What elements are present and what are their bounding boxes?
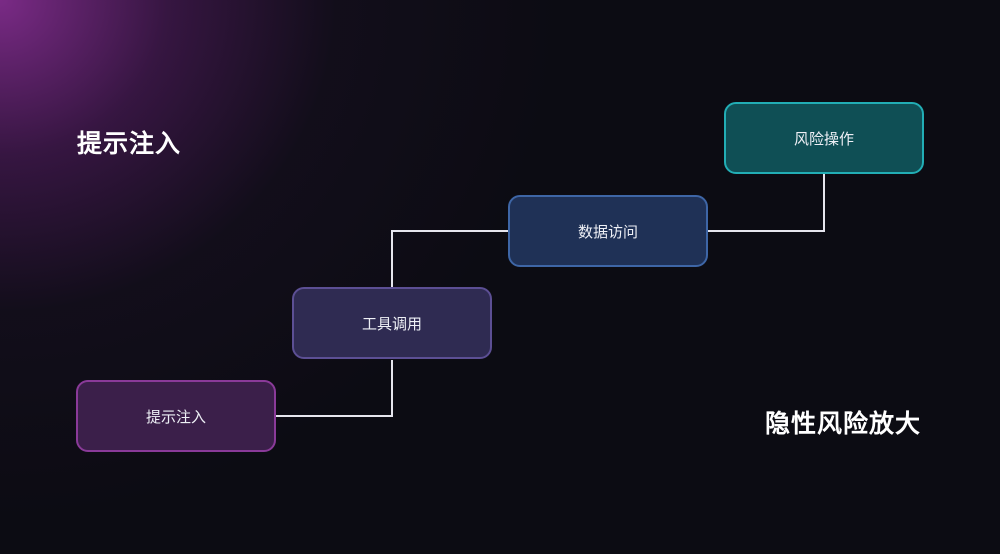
step-node-2: 工具调用 [292,287,492,359]
step-node-3: 数据访问 [508,195,708,267]
connector-step1-step2 [276,360,393,417]
step-node-label: 工具调用 [361,314,422,333]
heading-left: 提示注入 [77,129,182,158]
step-node-4: 风险操作 [724,102,924,174]
step-node-1: 提示注入 [76,380,276,452]
step-node-label: 数据访问 [577,222,638,241]
step-node-label: 风险操作 [793,129,854,148]
connector-step3-step4 [708,174,825,232]
heading-right: 隐性风险放大 [765,409,922,438]
step-node-label: 提示注入 [145,407,206,426]
connector-step2-step3 [391,230,508,287]
